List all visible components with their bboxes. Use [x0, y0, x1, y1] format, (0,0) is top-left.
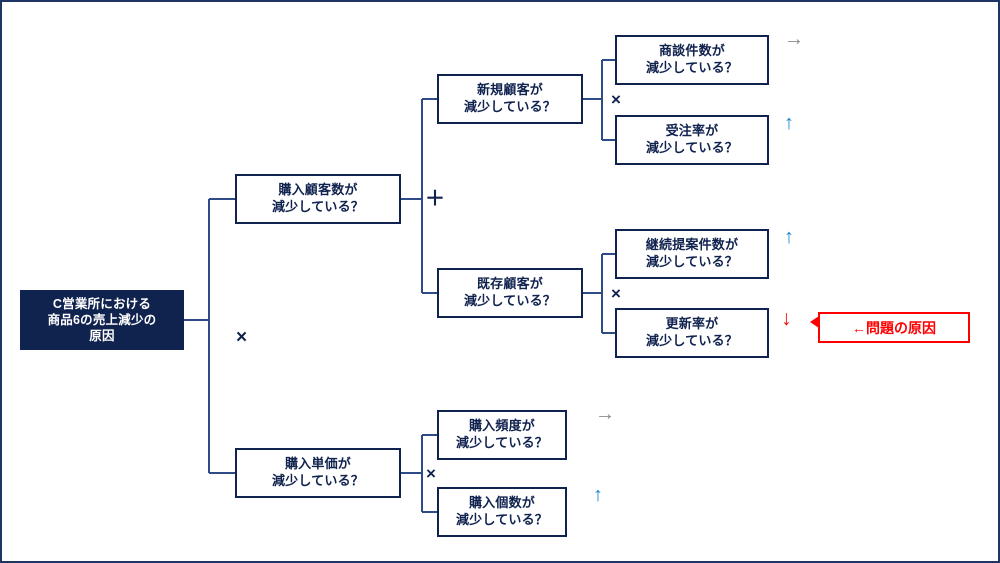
indicator-arrow-renewal-rate: ↓: [781, 307, 792, 330]
node-new-customers-label: 新規顧客が 減少している？: [463, 82, 556, 114]
indicator-arrow-order-rate: ↑: [784, 112, 794, 134]
operator-unit-price-split: ×: [426, 464, 436, 483]
operator-existing-customer-split: ×: [611, 284, 621, 303]
indicator-arrow-purchase-quantity: ↑: [593, 484, 603, 506]
indicator-arrow-continued-proposals: ↑: [784, 226, 794, 248]
indicator-arrow-negotiation-count: →: [784, 28, 804, 50]
node-continued-proposals[interactable]: 継続提案件数が 減少している？: [615, 229, 769, 279]
callout-problem-cause[interactable]: ←問題の原因: [818, 312, 970, 343]
node-existing-customers-label: 既存顧客が 減少している？: [463, 276, 556, 308]
node-root-cause-label: C営業所における 商品6の売上減少の 原因: [47, 297, 157, 343]
node-purchase-customers-label: 購入顧客数が 減少している？: [271, 182, 364, 214]
node-order-rate-label: 受注率が 減少している？: [645, 123, 738, 155]
node-purchase-frequency[interactable]: 購入頻度が 減少している？: [437, 410, 567, 460]
indicator-arrow-purchase-frequency: →: [595, 403, 615, 425]
operator-root-split: ×: [236, 327, 248, 348]
operator-customers-split: ＋: [425, 188, 445, 210]
node-unit-price-label: 購入単価が 減少している？: [271, 456, 364, 488]
node-purchase-quantity-label: 購入個数が 減少している？: [455, 495, 548, 527]
node-purchase-frequency-label: 購入頻度が 減少している？: [455, 418, 548, 450]
node-renewal-rate-label: 更新率が 減少している？: [645, 316, 738, 348]
node-root-cause[interactable]: C営業所における 商品6の売上減少の 原因: [20, 290, 184, 350]
operator-new-customer-split: ×: [611, 90, 621, 109]
node-order-rate[interactable]: 受注率が 減少している？: [615, 115, 769, 165]
node-unit-price[interactable]: 購入単価が 減少している？: [235, 448, 401, 498]
node-negotiation-count-label: 商談件数が 減少している？: [645, 43, 738, 75]
callout-problem-cause-label: ←問題の原因: [852, 319, 936, 336]
node-new-customers[interactable]: 新規顧客が 減少している？: [437, 74, 583, 124]
node-negotiation-count[interactable]: 商談件数が 減少している？: [615, 35, 769, 85]
node-renewal-rate[interactable]: 更新率が 減少している？: [615, 308, 769, 358]
node-purchase-customers[interactable]: 購入顧客数が 減少している？: [235, 174, 401, 224]
node-purchase-quantity[interactable]: 購入個数が 減少している？: [437, 487, 567, 537]
node-existing-customers[interactable]: 既存顧客が 減少している？: [437, 268, 583, 318]
node-continued-proposals-label: 継続提案件数が 減少している？: [645, 237, 739, 269]
